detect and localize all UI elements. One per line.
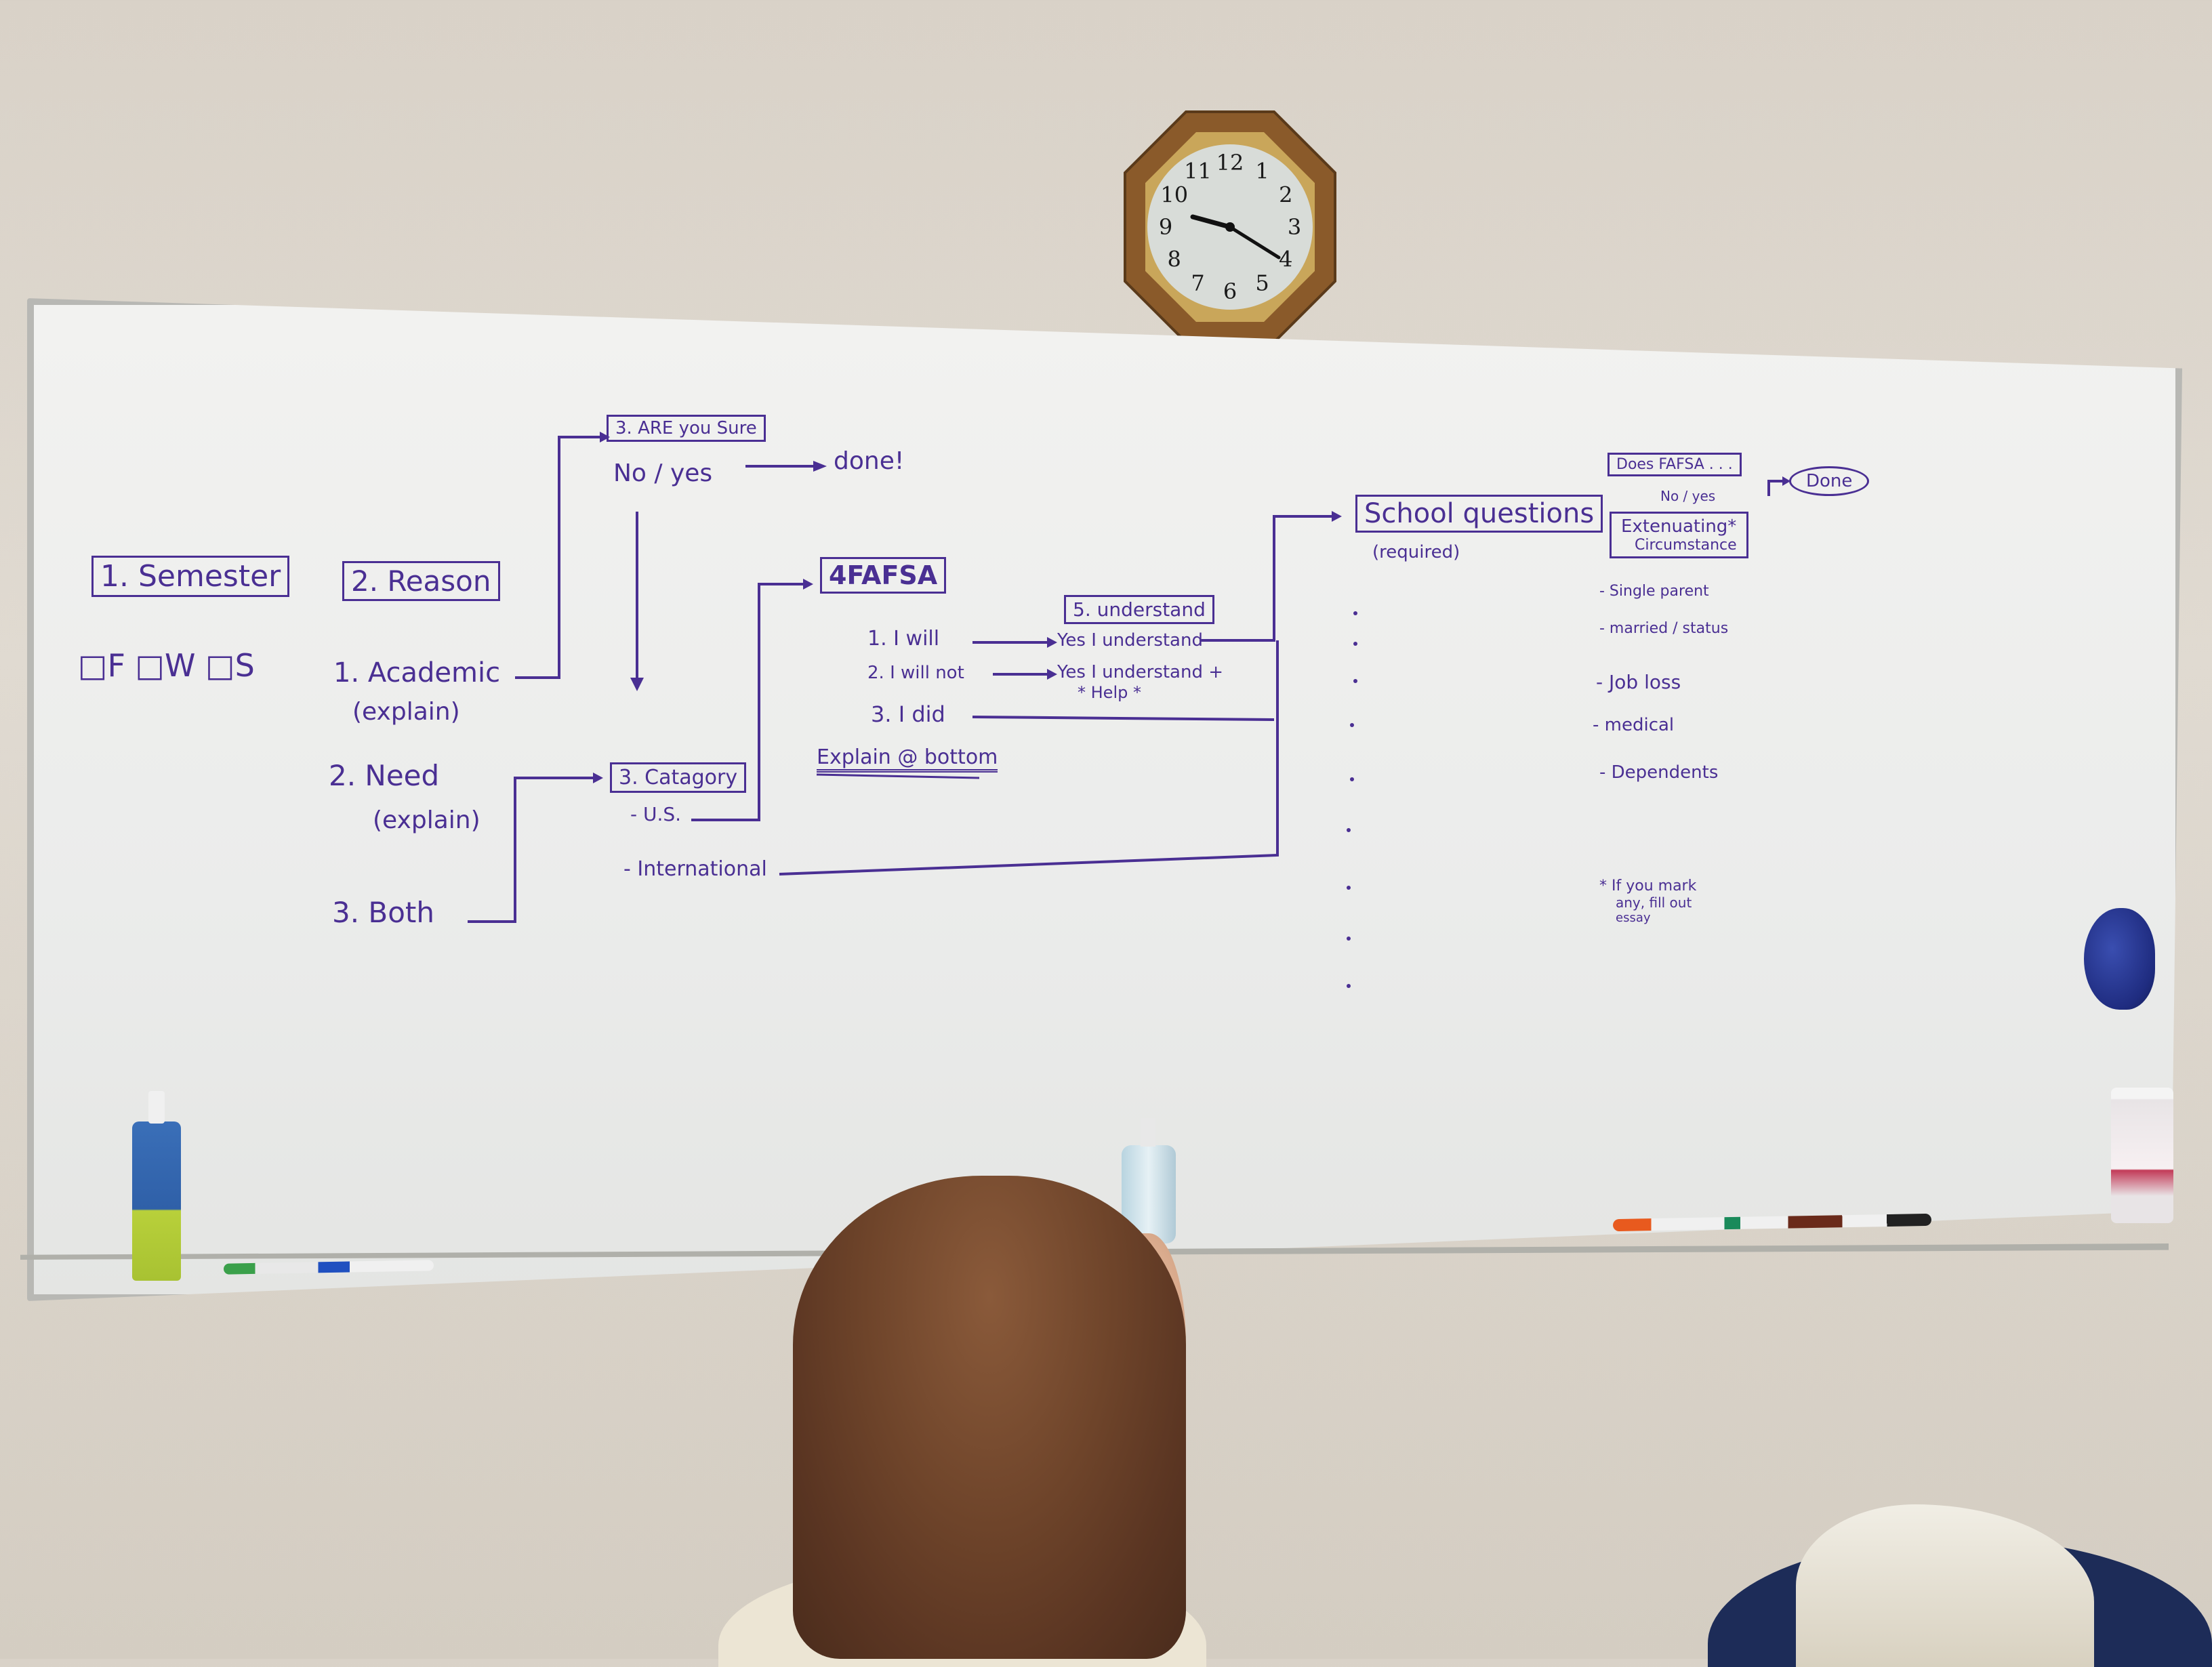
step2-title: 2. Reason bbox=[342, 561, 500, 601]
clock-numeral: 8 bbox=[1168, 247, 1181, 272]
category-title: 3. Catagory bbox=[610, 762, 747, 793]
extenuating-note-line-1: * If you mark bbox=[1599, 878, 1697, 894]
clock-numeral: 9 bbox=[1159, 214, 1172, 240]
fafsa-option-will-not: 2. I will not bbox=[867, 663, 964, 683]
extenuating-title: Extenuating* bbox=[1621, 516, 1737, 537]
are-you-sure-choice: No / yes bbox=[613, 459, 713, 487]
understand-line3: * Help * bbox=[1078, 683, 1141, 702]
school-questions-required: (required) bbox=[1372, 542, 1460, 562]
clock-hour-hand bbox=[1190, 214, 1233, 230]
school-questions-title: School questions bbox=[1355, 495, 1603, 533]
clock-numeral: 1 bbox=[1255, 159, 1269, 184]
clock-numeral: 10 bbox=[1160, 182, 1188, 208]
fafsa-option-will: 1. I will bbox=[867, 627, 940, 651]
fafsa-option-did: 3. I did bbox=[871, 701, 945, 727]
clock-numeral: 2 bbox=[1279, 182, 1292, 208]
reason-academic: 1. Academic bbox=[333, 657, 501, 688]
understand-line2: Yes I understand + bbox=[1057, 662, 1224, 682]
understand-line1: Yes I understand bbox=[1057, 630, 1203, 651]
extenuating-note: * If you mark any, fill out essay bbox=[1599, 878, 1696, 925]
clock-numeral: 6 bbox=[1223, 279, 1237, 304]
extenuating-note-line-2: any, fill out bbox=[1616, 894, 1692, 911]
whiteboard bbox=[27, 298, 2182, 1301]
clock-numeral: 4 bbox=[1279, 247, 1292, 272]
extenuating-item-4: - medical bbox=[1593, 715, 1675, 735]
person-hair bbox=[793, 1176, 1186, 1659]
wipes-container bbox=[2111, 1088, 2173, 1223]
are-you-sure-title: 3. ARE you Sure bbox=[607, 415, 766, 442]
extenuating-item-1: - Single parent bbox=[1599, 583, 1709, 600]
clock-numeral: 7 bbox=[1191, 270, 1204, 295]
extenuating-box: Extenuating* Circumstance bbox=[1610, 512, 1748, 558]
clock-numeral: 11 bbox=[1184, 159, 1212, 184]
understand-title: 5. understand bbox=[1064, 595, 1214, 624]
clock-numeral: 3 bbox=[1288, 214, 1301, 240]
clock-minute-hand bbox=[1228, 225, 1281, 260]
reason-both: 3. Both bbox=[332, 896, 435, 929]
whiteboard-eraser bbox=[2084, 908, 2155, 1010]
extenuating-item-5: - Dependents bbox=[1599, 762, 1719, 783]
are-you-sure-done: done! bbox=[834, 447, 905, 475]
reason-need-note: (explain) bbox=[373, 806, 480, 834]
fafsa-explain: Explain @ bottom bbox=[817, 745, 998, 773]
does-fafsa-done: Done bbox=[1789, 466, 1870, 496]
extenuating-item-2: - married / status bbox=[1599, 620, 1729, 637]
spray-bottle bbox=[132, 1091, 181, 1281]
fafsa-title: 4FAFSA bbox=[820, 557, 947, 594]
category-international: - International bbox=[623, 857, 767, 881]
extenuating-note-line-3: essay bbox=[1616, 911, 1651, 925]
does-fafsa-title: Does FAFSA . . . bbox=[1607, 453, 1742, 476]
reason-academic-note: (explain) bbox=[352, 698, 460, 726]
step1-semester-options: □F □W □S bbox=[78, 647, 255, 684]
clock-numeral: 5 bbox=[1255, 270, 1269, 295]
category-us: - U.S. bbox=[630, 803, 682, 825]
step1-title: 1. Semester bbox=[91, 556, 290, 597]
does-fafsa-choice: No / yes bbox=[1660, 488, 1716, 504]
extenuating-title-2: Circumstance bbox=[1635, 537, 1737, 554]
clock-numeral: 12 bbox=[1216, 150, 1244, 176]
reason-need: 2. Need bbox=[329, 759, 440, 792]
extenuating-item-3: - Job loss bbox=[1596, 671, 1681, 693]
